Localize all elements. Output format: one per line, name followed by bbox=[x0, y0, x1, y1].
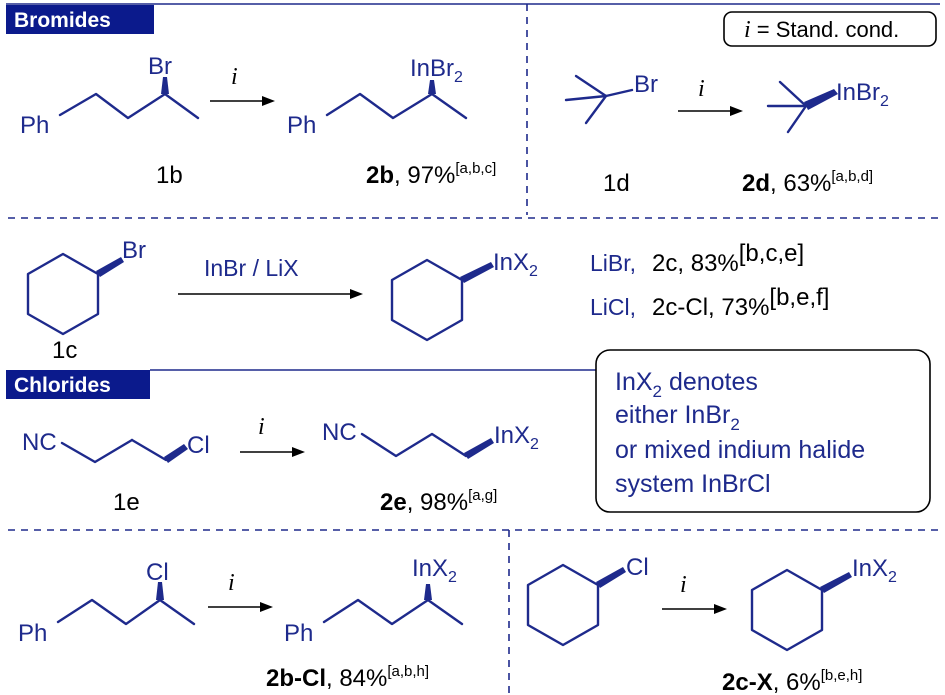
label-2e-yield: 2e, 98%[a,g] bbox=[380, 487, 497, 516]
wedge-bond bbox=[96, 257, 124, 277]
reagent-i-5: i bbox=[680, 572, 687, 598]
compound-1d: Br bbox=[564, 71, 658, 125]
atom-br: Br bbox=[148, 53, 172, 80]
label-2b-cl-yield: 2b-Cl, 84%[a,b,h] bbox=[266, 663, 429, 692]
reagent-i-2: i bbox=[698, 76, 705, 102]
atom-br: Br bbox=[634, 71, 658, 98]
wedge-bond bbox=[156, 582, 164, 600]
wedge-bond bbox=[820, 572, 852, 593]
legend-box: i = Stand. cond. bbox=[723, 11, 937, 47]
label-2d-yield: 2d, 63%[a,b,d] bbox=[742, 168, 873, 197]
bond-chain bbox=[56, 598, 196, 626]
header-chlorides-bg bbox=[6, 370, 150, 399]
cyclohexane-ring bbox=[750, 568, 824, 652]
arrow-6 bbox=[662, 604, 727, 614]
cyclohexane-ring bbox=[390, 258, 464, 342]
wedge-bond bbox=[164, 444, 188, 463]
atom-inbr2: InBr2 bbox=[836, 79, 889, 110]
header-chlorides: Chlorides bbox=[6, 370, 150, 399]
compound-1b-cl: Ph Cl bbox=[18, 559, 196, 647]
reagent-i-1: i bbox=[231, 64, 238, 90]
bond-chain bbox=[58, 92, 200, 120]
atom-nc: NC bbox=[322, 419, 357, 446]
atom-cl: Cl bbox=[626, 554, 649, 581]
reagent-i-4: i bbox=[228, 570, 235, 596]
wedge-bond bbox=[428, 80, 436, 94]
compound-2c: InX2 bbox=[390, 249, 538, 342]
atom-ph: Ph bbox=[287, 112, 316, 139]
compound-1e: NC Cl bbox=[22, 429, 210, 464]
atom-br: Br bbox=[122, 237, 146, 264]
bond-chain bbox=[60, 438, 134, 464]
label-1e: 1e bbox=[113, 489, 140, 516]
arrow-5 bbox=[208, 602, 273, 612]
compound-2b-cl: Ph InX2 bbox=[284, 555, 464, 647]
note-line-1: InX2 denotes bbox=[615, 368, 758, 401]
cyclohexane-ring bbox=[526, 563, 600, 647]
header-bromides-bg bbox=[6, 5, 154, 34]
compound-2e: NC InX2 bbox=[322, 419, 539, 459]
label-1b: 1b bbox=[156, 162, 183, 189]
wedge-bond bbox=[464, 438, 494, 459]
atom-cl: Cl bbox=[187, 432, 210, 459]
compound-cyclohexyl-chloride: Cl bbox=[526, 554, 649, 647]
cyclohexane-ring bbox=[26, 252, 100, 336]
note-box: InX2 denotes either InBr2 or mixed indiu… bbox=[595, 349, 931, 513]
atom-ph: Ph bbox=[18, 620, 47, 647]
atom-ph: Ph bbox=[20, 112, 49, 139]
compound-2d: InBr2 bbox=[766, 79, 889, 134]
label-1d: 1d bbox=[603, 170, 630, 197]
wedge-bond bbox=[424, 584, 432, 600]
legend-text: i = Stand. cond. bbox=[744, 17, 899, 43]
header-bromides-text: Bromides bbox=[14, 9, 111, 32]
atom-inbr2: InBr2 bbox=[410, 55, 463, 86]
wedge-bond bbox=[804, 89, 838, 110]
compound-2b: Ph InBr2 bbox=[287, 55, 468, 139]
yield-2c-line: LiBr,2c, 83%[b,c,e] bbox=[590, 240, 804, 277]
atom-inx2: InX2 bbox=[852, 555, 897, 586]
note-frame bbox=[595, 349, 931, 513]
compound-2c-x: InX2 bbox=[750, 555, 897, 652]
bond-chain bbox=[360, 432, 468, 458]
label-2c-x-yield: 2c-X, 6%[b,e,h] bbox=[722, 667, 862, 695]
yield-2c-cl-line: LiCl,2c-Cl, 73%[b,e,f] bbox=[590, 284, 829, 321]
compound-1c: Br bbox=[26, 237, 146, 336]
atom-inx2: InX2 bbox=[493, 249, 538, 280]
bond bbox=[604, 88, 634, 98]
atom-inx2: InX2 bbox=[494, 422, 539, 453]
atom-inx2: InX2 bbox=[412, 555, 457, 586]
legend-frame bbox=[723, 11, 937, 47]
wedge-bond bbox=[460, 262, 494, 283]
arrow-4 bbox=[240, 447, 305, 457]
atom-nc: NC bbox=[22, 429, 57, 456]
atom-ph: Ph bbox=[284, 620, 313, 647]
wedge-bond bbox=[161, 77, 169, 94]
label-2b-yield: 2b, 97%[a,b,c] bbox=[366, 160, 496, 189]
reagent-i-3: i bbox=[258, 414, 265, 440]
arrow-2 bbox=[678, 106, 743, 116]
bond-chain bbox=[325, 92, 468, 120]
wedge-bond bbox=[596, 567, 626, 588]
atom-cl: Cl bbox=[146, 559, 169, 586]
compound-1b: Ph Br bbox=[20, 53, 200, 139]
note-line-2: either InBr2 bbox=[615, 401, 740, 434]
label-1c: 1c bbox=[52, 337, 77, 364]
header-bromides: Bromides bbox=[6, 5, 154, 34]
bond bbox=[564, 94, 608, 102]
arrow-3 bbox=[178, 289, 363, 299]
bond-chain bbox=[130, 438, 168, 462]
reagent-inbr-lix: InBr / LiX bbox=[204, 255, 299, 281]
arrow-1 bbox=[210, 96, 275, 106]
note-line-3: or mixed indium halide bbox=[615, 436, 865, 464]
header-chlorides-text: Chlorides bbox=[14, 374, 111, 397]
note-line-4: system InBrCl bbox=[615, 470, 771, 498]
bond-chain bbox=[322, 598, 464, 626]
